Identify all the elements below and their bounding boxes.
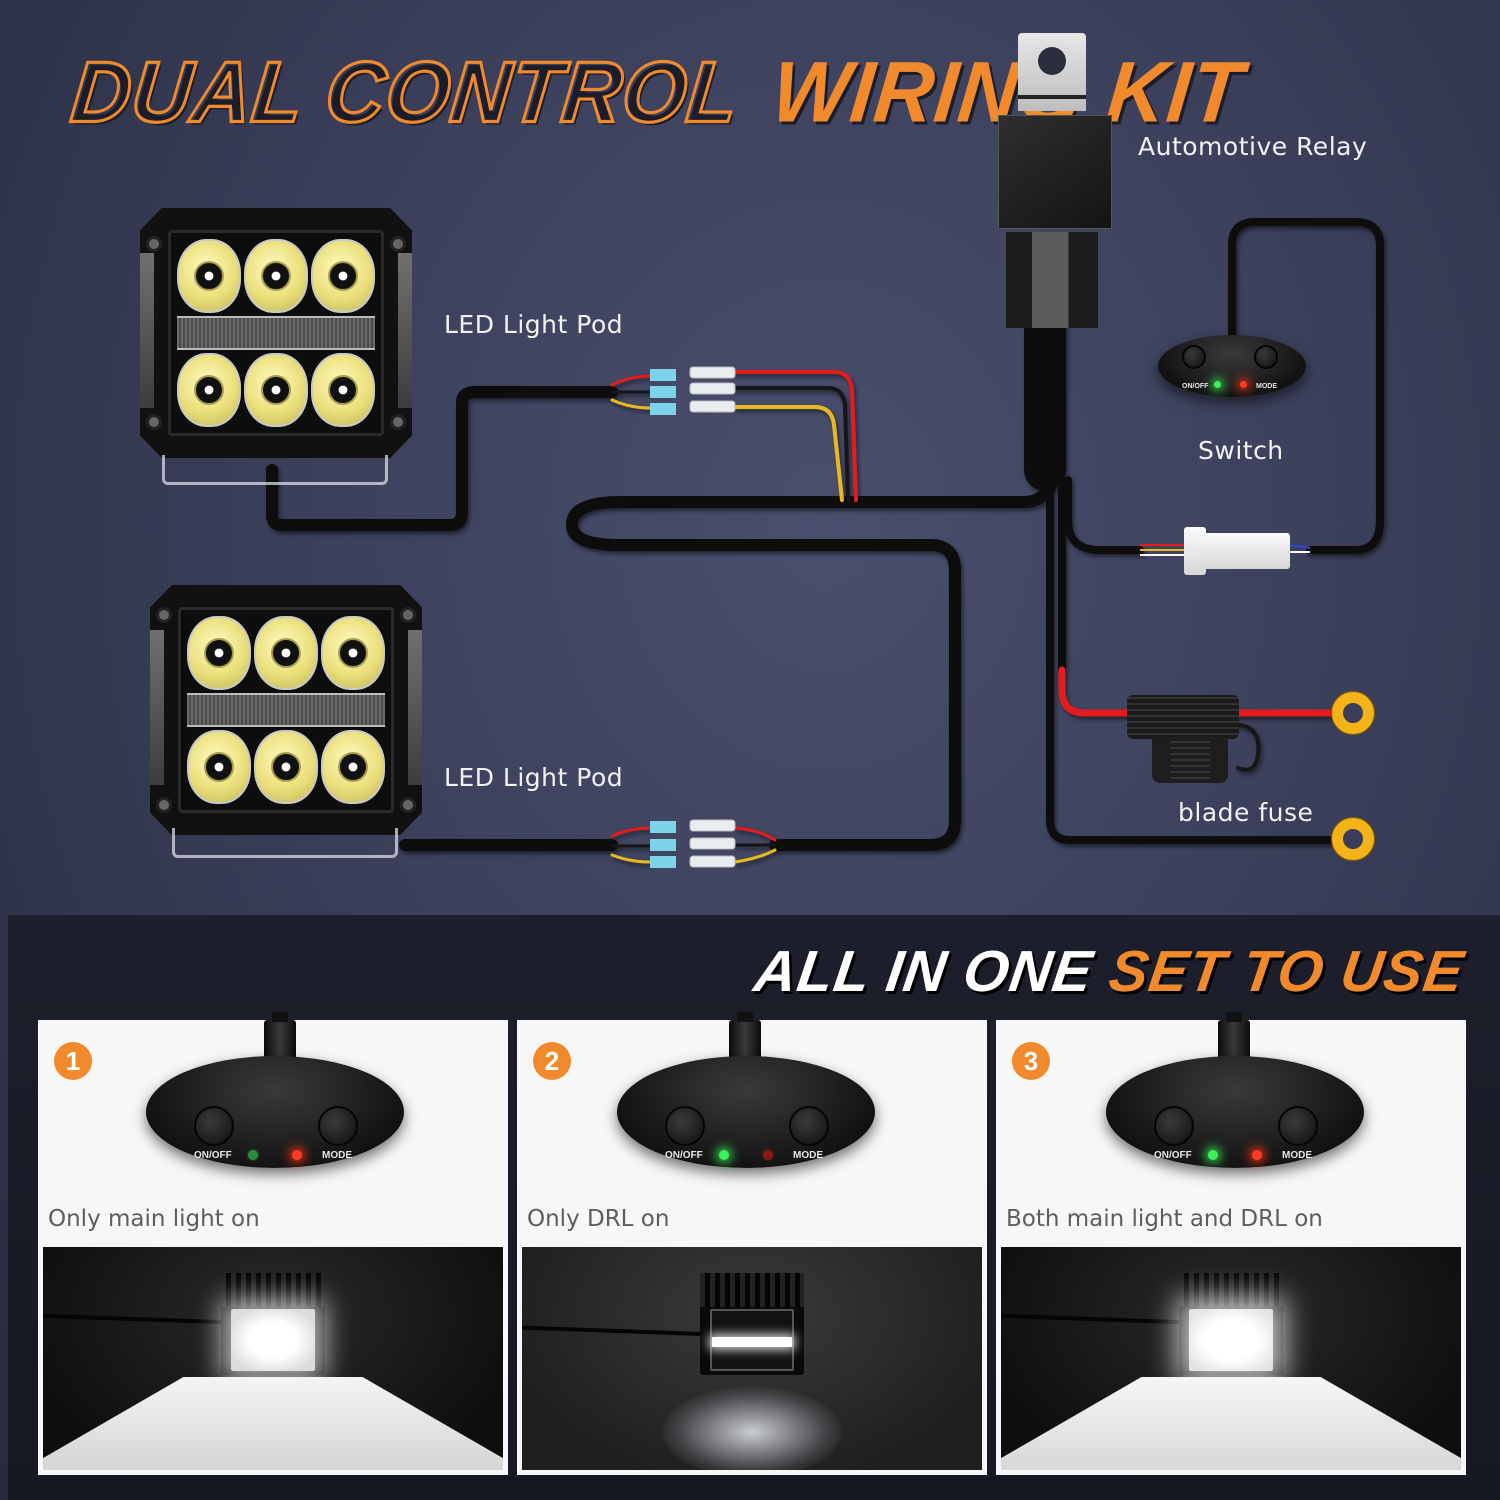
bolt-icon bbox=[400, 797, 416, 813]
bolt-icon bbox=[156, 797, 172, 813]
switch-plug-wires bbox=[1140, 544, 1311, 556]
mode-panel-2: 2 ON/OFF MODE Only DRL on bbox=[517, 1012, 987, 1475]
pod-bottom-label: LED Light Pod bbox=[444, 763, 624, 792]
bottom-pod-main-cable bbox=[566, 482, 1056, 851]
mode-button bbox=[1278, 1106, 1318, 1146]
step-number-badge: 3 bbox=[1012, 1042, 1050, 1080]
pod-top-label: LED Light Pod bbox=[444, 310, 624, 339]
bolt-icon bbox=[390, 236, 406, 252]
green-led-icon bbox=[1214, 381, 1221, 388]
red-led-icon bbox=[292, 1150, 302, 1160]
bolt-icon bbox=[156, 607, 172, 623]
relay-label: Automotive Relay bbox=[1138, 132, 1368, 161]
ring-terminal-ground bbox=[1332, 818, 1374, 860]
led-light-pod-top bbox=[140, 208, 412, 458]
mode-photo-drl bbox=[522, 1247, 982, 1470]
step-number-badge: 1 bbox=[54, 1042, 92, 1080]
mode-caption: Only main light on bbox=[48, 1206, 260, 1232]
onoff-button bbox=[194, 1106, 234, 1146]
blade-fuse-cap bbox=[1152, 737, 1228, 783]
black-wire-top bbox=[733, 386, 850, 502]
drl-strip bbox=[177, 316, 375, 350]
bolt-icon bbox=[400, 607, 416, 623]
switch-mode-1: ON/OFF MODE bbox=[146, 1056, 404, 1168]
red-wire-top bbox=[733, 370, 858, 502]
bolt-icon bbox=[390, 414, 406, 430]
red-led-icon bbox=[1252, 1150, 1262, 1160]
pod-bracket bbox=[172, 828, 398, 858]
dual-control-switch: ON/OFF MODE bbox=[1158, 335, 1306, 397]
relay-mounting-tab bbox=[1018, 33, 1086, 111]
onoff-button bbox=[1154, 1106, 1194, 1146]
mode-button bbox=[1254, 345, 1278, 369]
drl-strip bbox=[187, 693, 385, 727]
step-number-badge: 2 bbox=[533, 1042, 571, 1080]
top-pod-connector bbox=[650, 366, 736, 415]
switch-cable bbox=[1064, 476, 1144, 554]
yellow-wire-top bbox=[733, 405, 844, 502]
ring-terminal-positive bbox=[1332, 692, 1374, 734]
blade-fuse-holder bbox=[1127, 695, 1239, 739]
pod-bracket bbox=[162, 455, 388, 485]
relay-socket bbox=[1006, 232, 1098, 328]
red-led-icon bbox=[763, 1150, 773, 1160]
bolt-icon bbox=[146, 414, 162, 430]
automotive-relay bbox=[998, 115, 1112, 229]
bottom-pod-connector bbox=[650, 819, 736, 868]
mode-panel-3: 3 ON/OFF MODE Both main light and DRL on bbox=[996, 1012, 1466, 1475]
mode-photo-main-light bbox=[43, 1247, 503, 1470]
mode-caption: Only DRL on bbox=[527, 1206, 670, 1232]
fuse-label: blade fuse bbox=[1178, 798, 1314, 827]
mode-button bbox=[789, 1106, 829, 1146]
green-led-icon bbox=[1208, 1150, 1218, 1160]
wiring-diagram bbox=[266, 218, 1384, 868]
switch-mode-3: ON/OFF MODE bbox=[1106, 1056, 1364, 1168]
top-pod-cable bbox=[266, 386, 618, 531]
onoff-button bbox=[665, 1106, 705, 1146]
pod-lens-array bbox=[178, 607, 394, 813]
pod-lens-array bbox=[168, 230, 384, 436]
onoff-button bbox=[1182, 345, 1206, 369]
mounting-hole-icon bbox=[1038, 47, 1066, 75]
mode-panel-1: 1 ON/OFF MODE Only main light on bbox=[38, 1012, 508, 1475]
green-led-icon bbox=[248, 1150, 258, 1160]
red-power-wire bbox=[1058, 666, 1334, 717]
led-light-pod-bottom bbox=[150, 585, 422, 835]
plug-connector-female bbox=[1200, 533, 1290, 569]
mode-button bbox=[318, 1106, 358, 1146]
red-led-icon bbox=[1240, 381, 1247, 388]
mode-photo-both bbox=[1001, 1247, 1461, 1470]
green-led-icon bbox=[719, 1150, 729, 1160]
switch-mode-2: ON/OFF MODE bbox=[617, 1056, 875, 1168]
mode-caption: Both main light and DRL on bbox=[1006, 1206, 1323, 1232]
tagline: ALL IN ONE SET TO USE bbox=[750, 939, 1469, 1004]
bolt-icon bbox=[146, 236, 162, 252]
switch-label: Switch bbox=[1198, 436, 1284, 465]
